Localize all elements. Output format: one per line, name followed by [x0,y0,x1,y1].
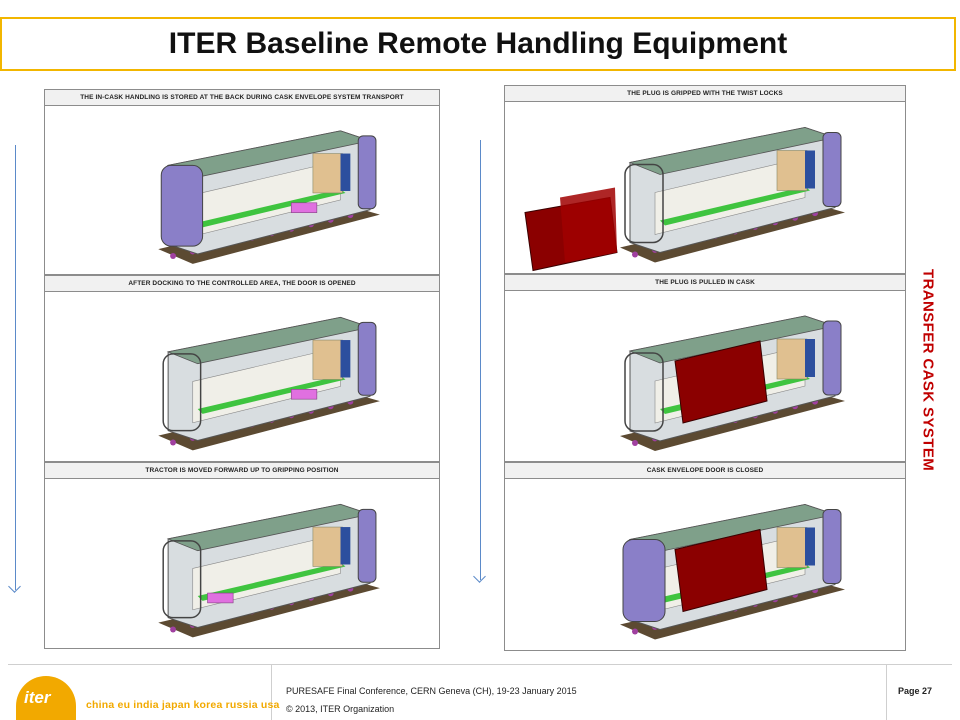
cask-illustration [45,479,439,648]
copyright-text: © 2013, ITER Organization [286,704,395,714]
sequence-arrow-right [480,140,481,580]
left-column: The in-cask handling is stored at the ba… [44,89,440,649]
cask-back-door [357,508,377,583]
panel-right-3: Cask envelope door is closed [504,462,906,651]
cask-drawing [524,126,845,272]
cask-door-frame [162,353,202,432]
conference-text: PURESAFE Final Conference, CERN Geneva (… [286,686,577,696]
equipment-cabinet [805,527,815,566]
cask-illustration [505,102,905,273]
cask-door-frame [624,352,664,432]
wheel-icon [632,440,638,446]
page-title: ITER Baseline Remote Handling Equipment [168,27,788,60]
equipment-cabinet [805,339,815,377]
wheel-icon [170,253,177,259]
tractor-rail [660,186,810,226]
equipment-cabinet [340,340,351,378]
panel-left-3: Tractor is moved forward up to gripping … [44,462,440,649]
equipment-cabinet [340,527,351,565]
plug [674,340,768,424]
panel-left-1: The in-cask handling is stored at the ba… [44,89,440,275]
panel-caption: Tractor is moved forward up to gripping … [45,463,439,479]
equipment-cabinet [805,150,815,189]
cask-drawing [158,316,380,451]
cask-door-frame [624,163,664,244]
equipment-block [312,153,343,194]
page-label: Page [898,686,920,696]
cask-back-door [357,135,377,210]
footer-divider [8,664,952,665]
wheel-icon [632,628,638,635]
cask-drawing [620,503,845,640]
page-value: 27 [922,686,933,696]
cask-door-frame [162,540,202,619]
tractor-rail [197,562,346,601]
cask-back-door [357,321,377,396]
panel-caption: The in-cask handling is stored at the ba… [45,90,439,106]
wheel-icon [170,439,177,446]
panel-right-2: The plug is pulled in cask [504,274,906,462]
panel-caption: After docking to the controlled area, th… [45,276,439,292]
cask-back-door [822,509,842,584]
sequence-arrow-left [15,145,16,590]
footer-separator [886,664,887,720]
transfer-cask-system-label: TRANSFER CASK SYSTEM [919,268,937,472]
member-countries: china eu india japan korea russia usa [86,699,280,711]
cask-illustration [505,479,905,650]
tractor-rail [197,189,346,228]
cask-illustration [45,292,439,461]
equipment-block [776,527,808,568]
iter-logo-icon [16,676,76,720]
tractor [290,202,318,213]
cask-drawing [158,130,380,264]
tractor-rail [197,375,346,414]
cask-door [160,164,204,247]
title-bar: ITER Baseline Remote Handling Equipment [0,17,956,71]
panel-caption: The plug is gripped with the twist locks [505,86,905,102]
panel-right-1: The plug is gripped with the twist locks [504,85,906,274]
side-label: TRANSFER CASK SYSTEM [908,245,948,495]
equipment-block [312,526,343,567]
panel-caption: The plug is pulled in cask [505,275,905,291]
wheel-icon [632,251,638,258]
right-column: The plug is gripped with the twist locks… [504,85,906,651]
cask-illustration [505,291,905,461]
equipment-cabinet [340,153,351,191]
panel-caption: Cask envelope door is closed [505,463,905,479]
logo-text: iter [24,688,51,707]
equipment-block [776,338,808,380]
tractor [290,389,318,400]
cask-door [622,539,666,622]
plug-face [560,187,617,263]
footer-separator [271,664,272,720]
page-number: Page 27 [898,686,932,696]
panel-left-2: After docking to the controlled area, th… [44,275,440,462]
plug [674,528,768,613]
cask-illustration [45,106,439,274]
tractor [207,592,234,604]
cask-back-door [822,132,842,207]
equipment-block [776,150,808,191]
cask-drawing [620,315,845,451]
cask-drawing [158,503,380,638]
equipment-block [312,339,343,380]
cask-back-door [822,320,842,396]
wheel-icon [170,626,177,633]
